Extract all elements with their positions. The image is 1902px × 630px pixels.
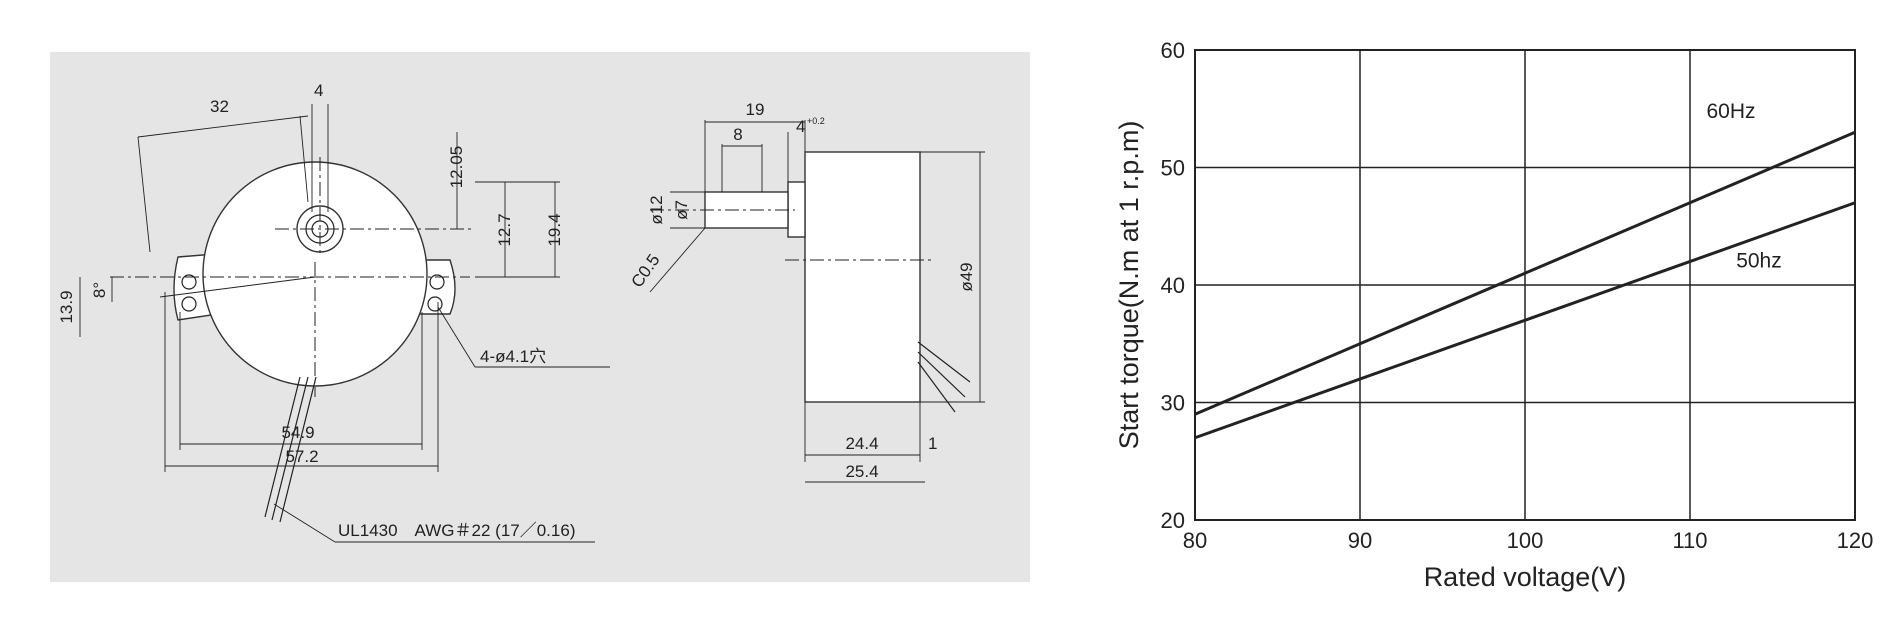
side-lead-wires — [917, 341, 971, 413]
wire-label: UL1430 AWG＃22 (17／0.16) — [338, 521, 575, 540]
dim-1-label: 1 — [928, 434, 937, 453]
x-tick-label: 80 — [1183, 528, 1207, 553]
lead-wires — [264, 376, 317, 523]
holes-leader — [437, 306, 476, 368]
x-tick-label: 120 — [1837, 528, 1874, 553]
series-line-1 — [1194, 130, 1856, 416]
wire-leader — [273, 503, 336, 543]
x-tick-label: 100 — [1507, 528, 1544, 553]
torque-chart: 60Hz 50hz 80 90 100 110 120 20 30 40 50 60 Rated v… — [1100, 20, 1880, 620]
series-label-2: 50hz — [1736, 249, 1782, 272]
right-mounting-hole-bottom — [427, 296, 443, 312]
dim-32-line — [137, 115, 309, 138]
y-tick-label: 40 — [1161, 273, 1185, 298]
dim-19-label: 19 — [746, 100, 765, 119]
dim-32-ext-left — [137, 136, 151, 253]
y-tick-label: 50 — [1161, 156, 1185, 181]
dim-25-4-label: 25.4 — [845, 462, 878, 481]
series-line-2 — [1194, 201, 1856, 440]
angle-line — [159, 276, 316, 298]
dim-57-2-label: 57.2 — [285, 447, 318, 466]
y-axis-title: Start torque(N.m at 1 r.p.m) — [1114, 121, 1144, 450]
x-tick-label: 90 — [1348, 528, 1372, 553]
torque-chart-svg: 60Hz 50hz 80 90 100 110 120 20 30 40 50 60 Rated v… — [1114, 38, 1874, 592]
dim-4-side-label: 4 — [796, 117, 805, 136]
left-mounting-hole-bottom — [181, 296, 197, 312]
front-view: 32 4 12.05 12.7 19.4 13.9 8° — [57, 81, 610, 543]
chamfer-label: C0.5 — [627, 251, 663, 291]
y-tick-label: 60 — [1161, 38, 1185, 63]
x-tick-label: 110 — [1672, 528, 1707, 553]
holes-label: 4-ø4.1穴 — [480, 347, 546, 366]
series-label-1: 60Hz — [1707, 100, 1756, 123]
dim-8deg-label: 8° — [90, 282, 109, 298]
dim-phi49-label: ø49 — [957, 262, 976, 291]
side-body — [804, 151, 921, 403]
chamfer-leader — [649, 227, 706, 293]
dim-12-7-label: 12.7 — [495, 213, 514, 246]
dim-8-label: 8 — [733, 125, 742, 144]
y-tick-label: 30 — [1161, 391, 1185, 416]
dim-4-label: 4 — [314, 81, 323, 100]
dim-19-4-label: 19.4 — [545, 213, 564, 246]
side-view: 19 8 4 +0.2 ø12 ø7 C0.5 ø49 24.4 — [627, 100, 985, 483]
x-axis-title: Rated voltage(V) — [1424, 562, 1627, 592]
dim-4-tolerance: +0.2 — [807, 116, 825, 126]
dim-12-05-label: 12.05 — [447, 146, 466, 189]
dimension-drawing-panel: 32 4 12.05 12.7 19.4 13.9 8° — [50, 52, 1030, 582]
dim-13-9-label: 13.9 — [57, 290, 76, 323]
y-tick-label: 20 — [1161, 508, 1185, 533]
dimension-drawing: 32 4 12.05 12.7 19.4 13.9 8° — [57, 81, 985, 543]
dim-24-4-label: 24.4 — [845, 434, 878, 453]
dim-phi7-label: ø7 — [672, 200, 691, 220]
dim-phi12-label: ø12 — [647, 195, 666, 224]
dim-32-label: 32 — [210, 97, 229, 116]
chart-ticks: 80 90 100 110 120 20 30 40 50 60 — [1161, 38, 1874, 553]
right-mounting-hole-top — [429, 274, 445, 290]
chart-grid — [1194, 49, 1856, 521]
dim-32-ext-right — [299, 115, 309, 203]
side-boss — [787, 181, 806, 238]
dim-54-9-label: 54.9 — [281, 423, 314, 442]
chart-series: 60Hz 50hz — [1194, 100, 1856, 440]
left-mounting-hole-top — [181, 274, 197, 290]
